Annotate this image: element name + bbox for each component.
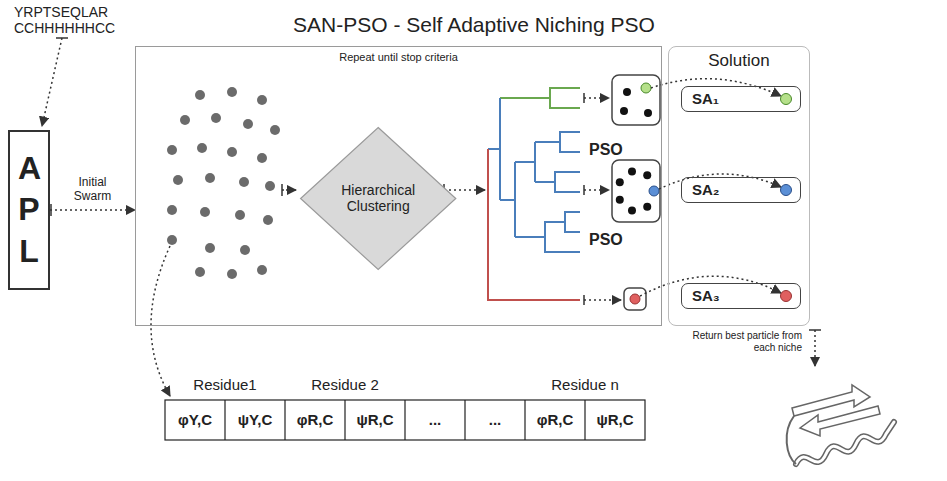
note: Return best particle from each niche <box>690 330 802 354</box>
particle <box>628 206 636 214</box>
particle <box>227 269 237 279</box>
node-label: Hierarchical Clustering <box>333 182 423 216</box>
table-cell: ... <box>429 411 442 429</box>
particle <box>239 177 249 187</box>
particle <box>643 203 651 211</box>
table-cell: φR,C <box>537 411 574 429</box>
dotted-arrow <box>151 246 170 396</box>
dendrogram <box>488 88 580 300</box>
apl-box: A P L <box>8 130 50 290</box>
particle <box>235 210 245 220</box>
residue-label: Residue 2 <box>311 376 379 394</box>
solution-box: SA₂ <box>681 177 801 203</box>
dotted-arrow <box>50 209 135 211</box>
dotted-arrow <box>640 79 781 296</box>
particle <box>616 178 624 186</box>
dotted-arrow <box>282 189 296 191</box>
decision-diamond: Hierarchical Clustering <box>299 126 457 271</box>
residue-label: Residue n <box>551 376 619 394</box>
particle-swarm <box>167 87 280 279</box>
solution-label: SA₃ <box>692 287 720 305</box>
particle <box>240 245 250 255</box>
encoding-table <box>165 400 645 440</box>
particle <box>616 196 624 204</box>
particle <box>167 205 177 215</box>
particle <box>195 267 205 277</box>
secondary-structure: CCHHHHHHCC <box>14 20 115 37</box>
particle <box>257 153 267 163</box>
table-cell: ... <box>489 411 502 429</box>
solution-box: SA₃ <box>681 283 801 309</box>
edge-label: Initial Swarm <box>60 175 126 204</box>
diamond-outline <box>301 127 456 269</box>
particle <box>180 115 190 125</box>
particle <box>195 90 205 100</box>
dotted-arrow <box>42 38 62 126</box>
particle <box>205 173 215 183</box>
pso-label: PSO <box>589 140 623 159</box>
particle <box>227 147 237 157</box>
residue-label: Residue1 <box>193 376 256 394</box>
particle <box>243 119 253 129</box>
particle <box>205 243 215 253</box>
particle <box>263 215 273 225</box>
title: SAN-PSO - Self Adaptive Niching PSO <box>293 12 655 37</box>
particle <box>270 125 280 135</box>
particle <box>643 171 651 179</box>
solution-label: SA₂ <box>692 181 720 199</box>
tee-mark <box>50 204 52 216</box>
particle <box>167 145 177 155</box>
table-cell: ψY,C <box>238 411 273 429</box>
table-cell: ψR,C <box>596 411 633 429</box>
solution-label: SA₁ <box>692 90 719 108</box>
pso-label: PSO <box>589 230 623 249</box>
particle <box>649 186 659 196</box>
table-cell: φR,C <box>297 411 334 429</box>
particle <box>257 95 267 105</box>
solution-panel: SolutionSA₁ SA₂ SA₃ <box>668 46 810 326</box>
particle <box>211 113 221 123</box>
particle <box>227 87 237 97</box>
particle <box>257 265 267 275</box>
diamond-shape <box>299 126 457 271</box>
module-label: A P L <box>18 148 40 273</box>
sequence: YRPTSEQLAR <box>14 4 108 21</box>
particle <box>200 207 210 217</box>
dotted-arrow <box>444 189 485 191</box>
best-particle-dot <box>780 93 792 105</box>
niche-box <box>612 160 660 222</box>
particle <box>167 235 177 245</box>
particle <box>197 143 207 153</box>
best-particle-dot <box>780 290 792 302</box>
solution-box: SA₁ <box>681 86 801 112</box>
node-label: Repeat until stop criteria <box>339 51 458 64</box>
table-cell: φY,C <box>178 411 212 429</box>
best-particle-dot <box>780 184 792 196</box>
dotted-arrow <box>814 330 816 366</box>
protein-structure <box>787 385 894 464</box>
node-label: Solution <box>708 51 769 71</box>
particle <box>265 181 275 191</box>
table-cell: ψR,C <box>356 411 393 429</box>
niche-box <box>624 288 646 310</box>
loop-panel: Repeat until stop criteriaHierarchical C… <box>135 46 662 326</box>
niche-box <box>612 75 660 125</box>
particle <box>173 175 183 185</box>
particle <box>628 168 636 176</box>
